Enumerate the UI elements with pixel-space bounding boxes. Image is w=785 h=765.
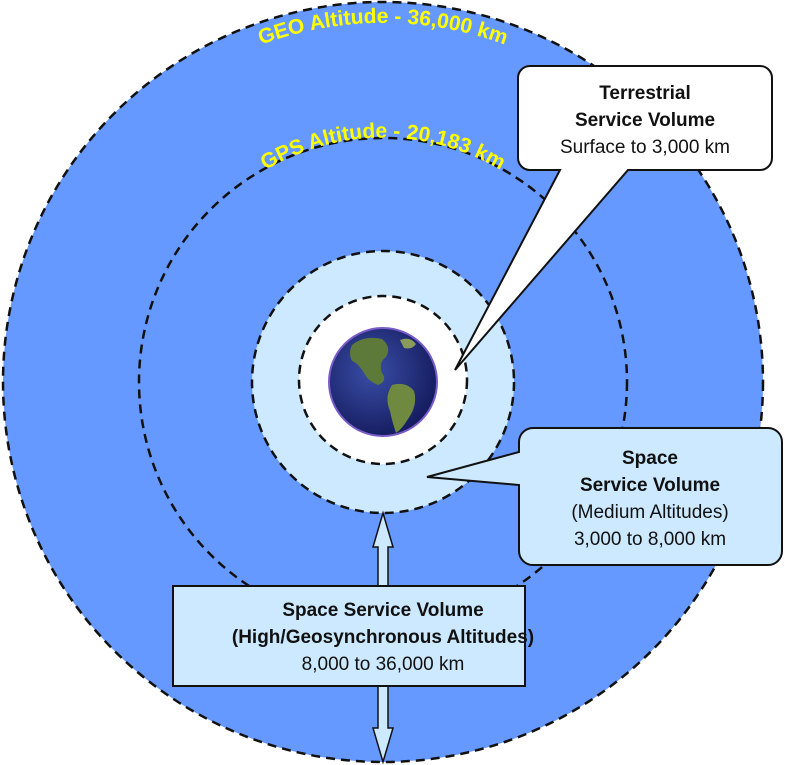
space-medium-callout: Space Service Volume (Medium Altitudes) …: [426, 427, 783, 566]
terrestrial-callout: Terrestrial Service Volume Surface to 3,…: [454, 65, 773, 371]
terrestrial-title-2: Service Volume: [575, 110, 715, 131]
space-medium-range: 3,000 to 8,000 km: [574, 529, 726, 550]
space-high-subtitle: (High/Geosynchronous Altitudes): [232, 627, 534, 648]
terrestrial-range: Surface to 3,000 km: [560, 137, 730, 158]
earth-globe-icon: [328, 327, 438, 437]
space-high-box: Space Service Volume (High/Geosynchronou…: [172, 585, 534, 687]
space-medium-title-2: Service Volume: [580, 475, 720, 496]
space-high-range: 8,000 to 36,000 km: [302, 654, 465, 675]
space-medium-subtitle: (Medium Altitudes): [571, 502, 728, 523]
terrestrial-title-1: Terrestrial: [599, 83, 691, 104]
space-high-title: Space Service Volume: [282, 600, 483, 621]
space-medium-title-1: Space: [622, 448, 678, 469]
